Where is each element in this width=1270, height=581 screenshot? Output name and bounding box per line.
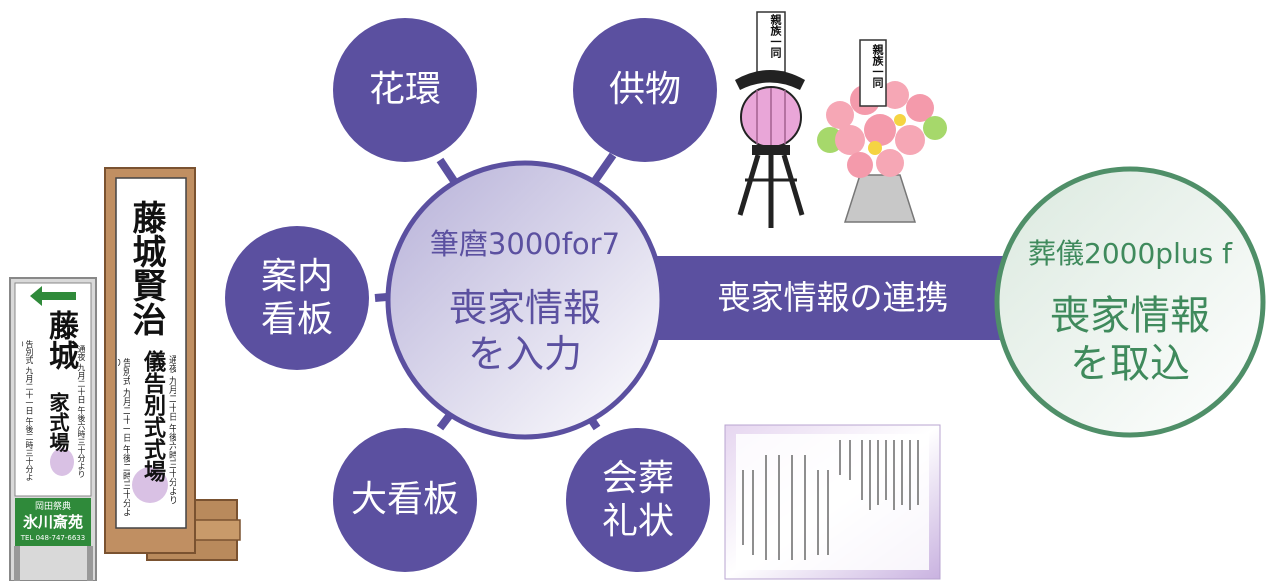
satellite-kaiso-label: 会葬 礼状 [601, 457, 674, 542]
circle-annai [225, 226, 369, 370]
big-signboard-ceremony: 儀告別式式場 [140, 350, 166, 482]
lantern-tag: 親族一同 [769, 14, 782, 58]
link-label: 喪家情報の連携 [717, 278, 949, 318]
small-signboard-tsuya: 通夜 九月二十日 午後六時三十分より [77, 345, 85, 479]
circle-ookanban [333, 428, 477, 572]
flowers-tag: 親族一同 [871, 44, 884, 88]
small-signboard-hall: 氷川斎苑 [22, 513, 83, 531]
small-signboard-tel: TEL 048-747-6633 [20, 534, 86, 542]
satellite-kumotsu-label: 供物 [608, 69, 681, 111]
link-band [640, 256, 1015, 340]
small-signboard-kokubetsu: 告別式 九月二十一日 午後二時三十分より [22, 340, 33, 482]
circle-kakan [333, 18, 477, 162]
circle-right [994, 166, 1266, 438]
small-signboard-name: 藤城 [43, 310, 78, 370]
satellite-kakan-label: 花環 [368, 69, 441, 111]
center-product-name: 筆麿3000for7 [429, 226, 621, 261]
satellite-annai-label: 案内 看板 [260, 255, 333, 340]
center-action-label: 喪家情報 を入力 [448, 286, 601, 376]
circle-kaiso [566, 428, 710, 572]
small-signboard-suffix: 家式場 [46, 392, 70, 452]
satellite-ookanban-label: 大看板 [350, 479, 459, 521]
small-signboard-sponsor: 岡田祭典 [34, 502, 71, 512]
big-signboard-kokubetsu: 告別式 九月二十一日 午後二時三十分より [118, 358, 130, 517]
circle-center [385, 160, 665, 440]
big-signboard-tsuya: 通夜 九月二十日 午後六時三十分より [167, 355, 176, 505]
right-product-name: 葬儀2000plus f [1028, 237, 1232, 271]
circle-kumotsu [573, 18, 717, 162]
big-signboard-name: 藤城賢治 [126, 200, 166, 336]
right-action-label: 喪家情報 を取込 [1050, 293, 1210, 387]
